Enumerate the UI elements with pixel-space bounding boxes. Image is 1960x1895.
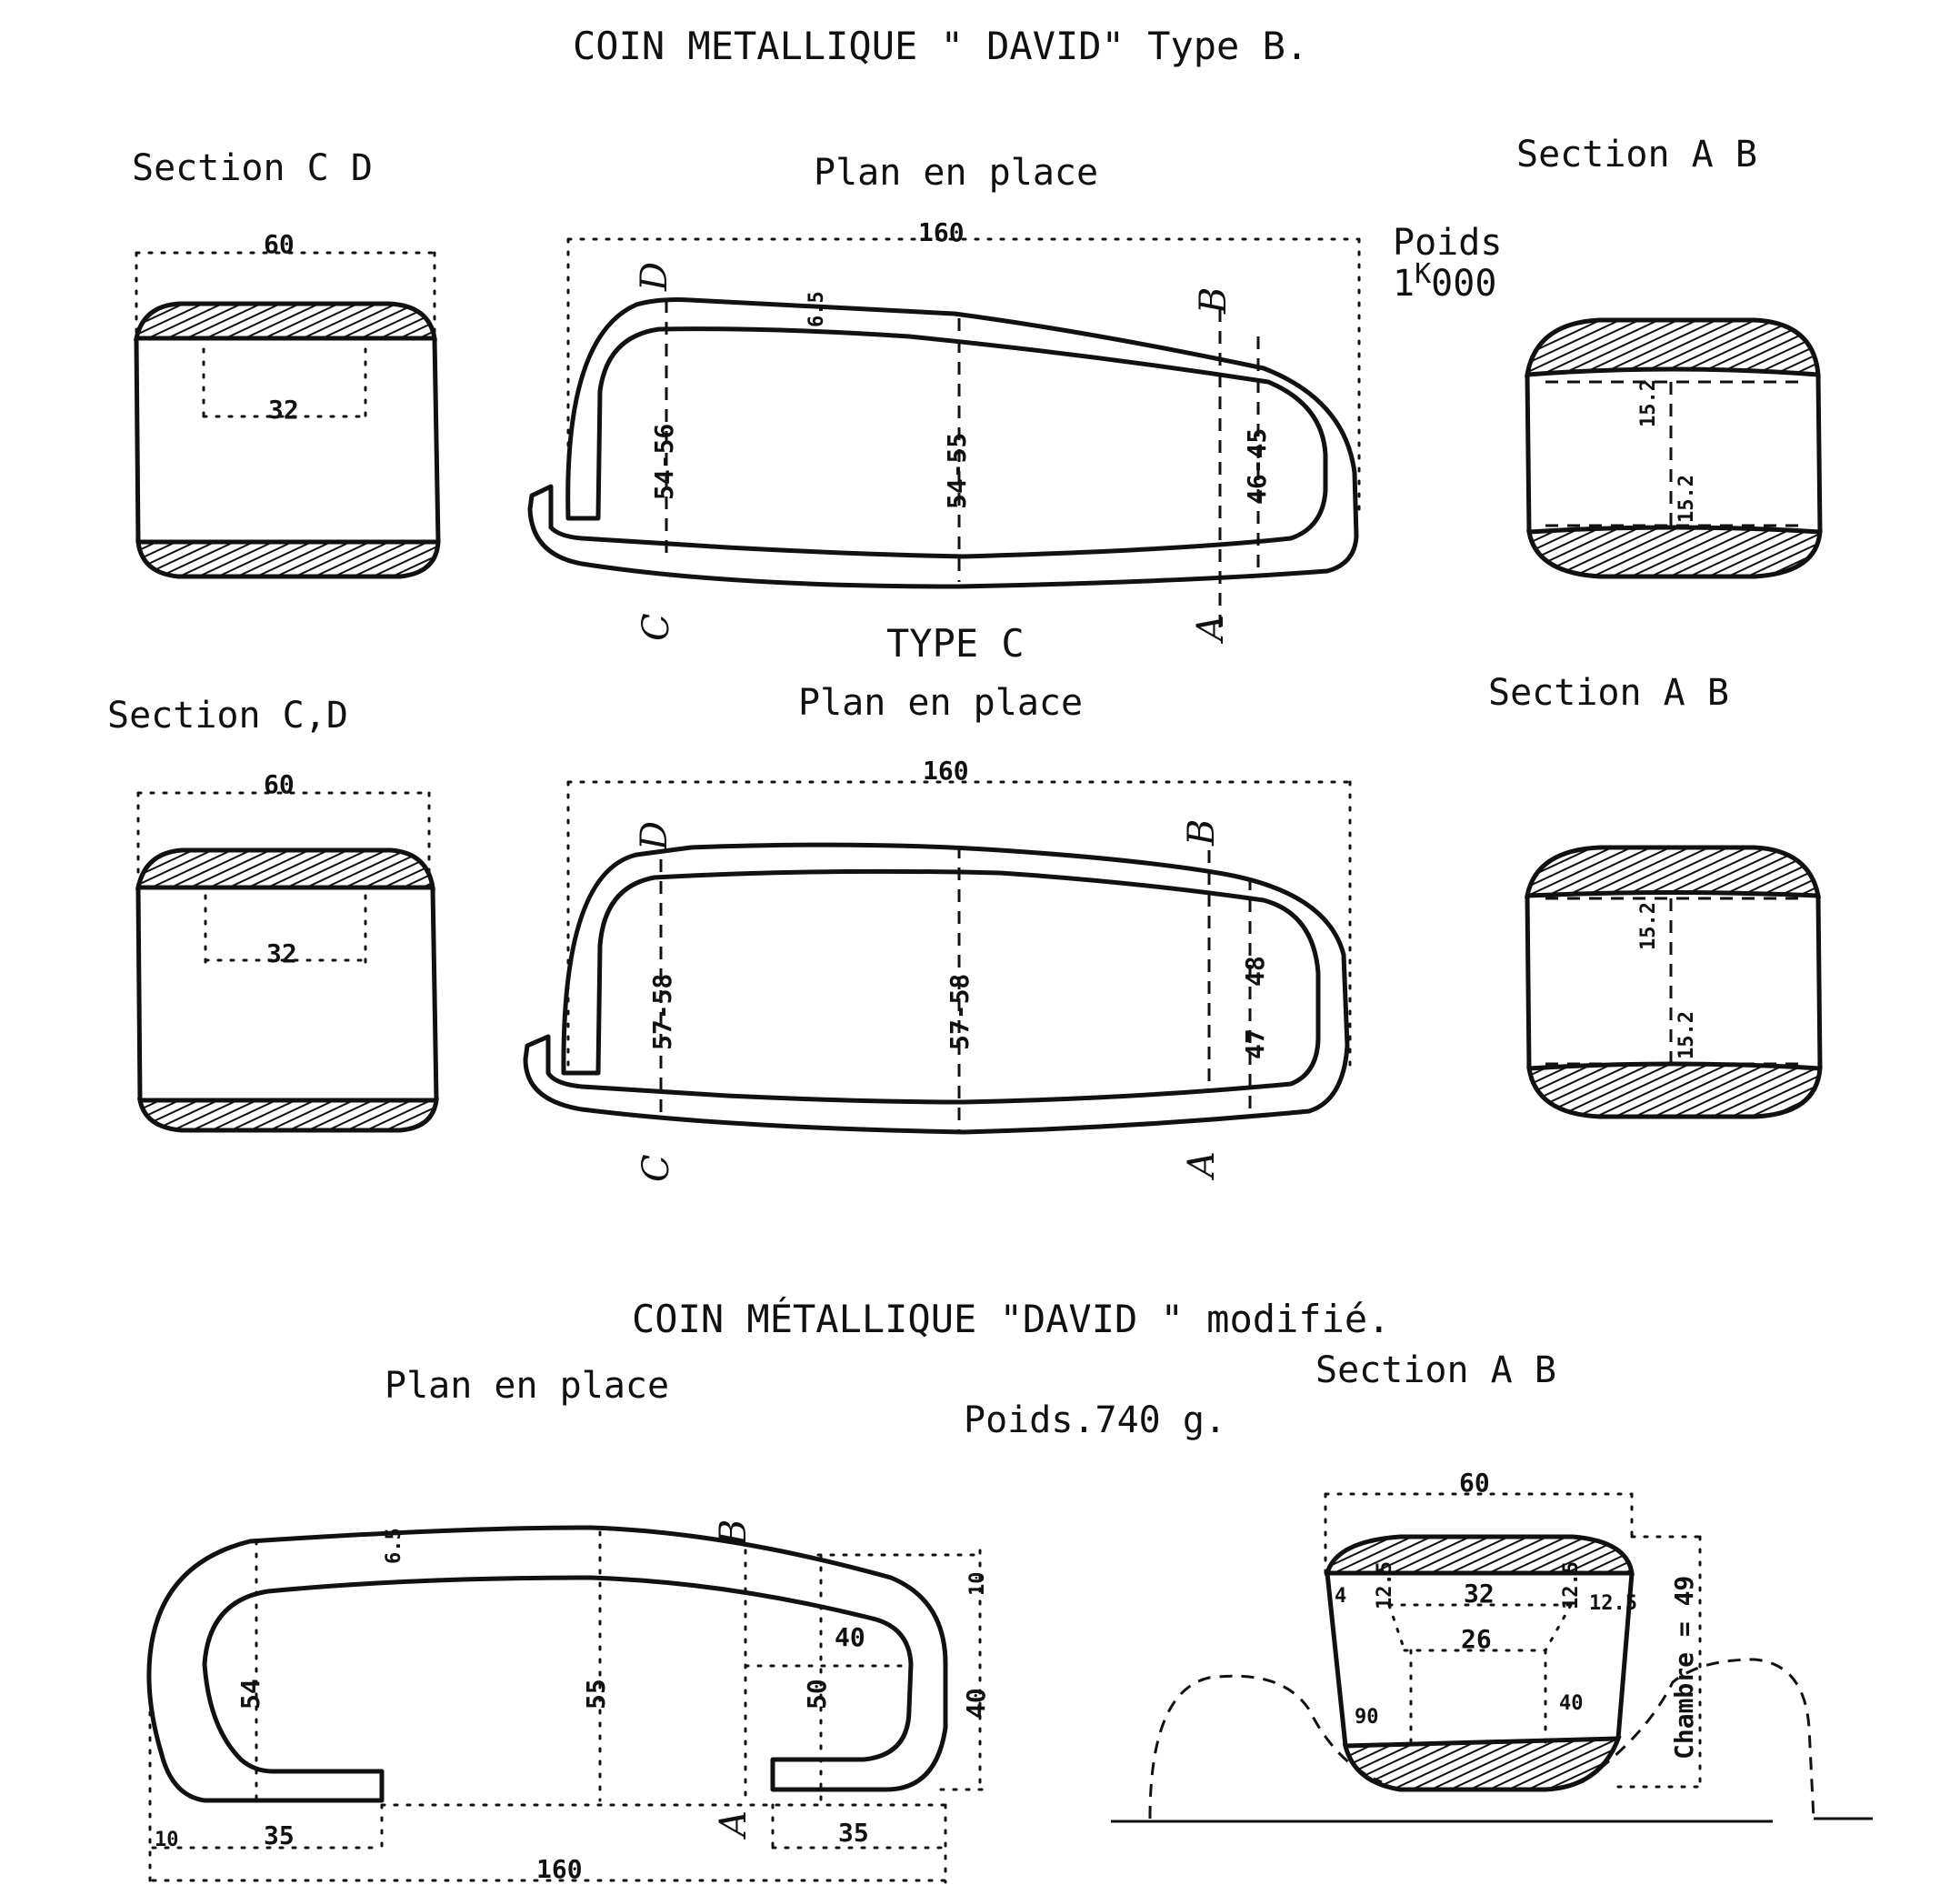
modified-ab-top-inner: 32: [1464, 1579, 1495, 1609]
type-b-weight-value: 1K000: [1393, 258, 1496, 305]
modified-plan-h-right: 50: [802, 1679, 832, 1710]
modified-ab-side-right-2: 12.5: [1589, 1592, 1637, 1615]
modified-ab-angle-right: 40: [1559, 1692, 1584, 1715]
type-b-ab-bottom: 15.2: [1675, 475, 1698, 523]
type-c-cd-inner: 32: [266, 938, 297, 968]
type-c-title: TYPE C: [886, 621, 1025, 666]
type-b-letter-a: A: [1190, 615, 1232, 645]
type-b-plan-h-ab: 46-45: [1242, 428, 1272, 505]
type-c-plan-h-mid: 57-58: [945, 974, 975, 1050]
type-b-cd-inner: 32: [268, 395, 299, 425]
modified-ab-side-left: 4: [1335, 1585, 1346, 1608]
type-b-plan-thickness: 6.5: [805, 291, 828, 327]
modified-letter-a: A: [713, 1810, 755, 1840]
type-b-section-ab-label: Section A B: [1516, 134, 1757, 175]
modified-plan-left-offset: 10: [155, 1829, 179, 1851]
type-b-section-cd-label: Section C D: [132, 147, 373, 189]
type-b-letter-d: D: [634, 262, 675, 292]
type-c-plan-length: 160: [923, 756, 969, 786]
type-b-letter-c: C: [635, 613, 677, 641]
type-c-plan-drawing: [523, 780, 1352, 1135]
modified-section-ab-label: Section A B: [1315, 1349, 1556, 1391]
type-c-section-cd-drawing: [135, 791, 439, 1133]
modified-ab-bottom-inner: 26: [1461, 1624, 1492, 1654]
type-c-letter-c: C: [635, 1154, 677, 1182]
modified-ab-side-left-2: 12.5: [1374, 1561, 1396, 1609]
modified-plan-foot-left: 35: [264, 1820, 295, 1850]
type-b-plan-label: Plan en place: [814, 152, 1098, 194]
type-c-section-cd-label: Section C,D: [107, 695, 348, 737]
type-b-ab-top: 15.2: [1637, 379, 1660, 427]
type-c-cd-width: 60: [264, 769, 295, 799]
type-b-section-ab-drawing: [1524, 317, 1823, 579]
type-b-plan-h-mid: 54-55: [942, 433, 972, 509]
modified-plan-h-left: 54: [235, 1679, 265, 1710]
modified-weight: Poids.740 g.: [964, 1399, 1226, 1441]
type-c-plan-h-ab-2: 48: [1240, 956, 1270, 987]
type-c-section-ab-label: Section A B: [1488, 672, 1729, 714]
type-b-plan-length: 160: [918, 217, 965, 247]
type-c-letter-a: A: [1181, 1151, 1223, 1181]
type-c-letter-b: B: [1181, 819, 1223, 847]
type-c-ab-bottom: 15.2: [1675, 1011, 1698, 1059]
type-c-letter-d: D: [634, 821, 675, 851]
type-b-section-cd-drawing: [133, 251, 441, 579]
modified-ab-angle-left: 90: [1355, 1706, 1379, 1729]
modified-ab-width: 60: [1459, 1468, 1490, 1498]
modified-plan-foot-right: 35: [838, 1818, 869, 1848]
type-b-weight-label: Poids: [1393, 222, 1502, 264]
type-b-plan-h-cd: 54-56: [649, 424, 679, 500]
type-b-plan-drawing: [527, 237, 1361, 627]
modified-plan-right-height: 40: [961, 1688, 991, 1719]
type-b-letter-b: B: [1193, 287, 1235, 315]
modified-title: COIN MÉTALLIQUE "DAVID " modifié.: [632, 1296, 1390, 1341]
modified-ab-side-right: 12.5: [1560, 1561, 1583, 1609]
type-b-title: COIN METALLIQUE " DAVID" Type B.: [573, 24, 1308, 68]
type-c-ab-top: 15.2: [1637, 902, 1660, 950]
type-c-plan-label: Plan en place: [798, 682, 1083, 724]
modified-plan-h-mid: 55: [581, 1679, 611, 1710]
modified-plan-label: Plan en place: [385, 1365, 669, 1407]
type-c-section-ab-drawing: [1524, 845, 1823, 1119]
modified-section-ab-drawing: [1111, 1492, 1873, 1823]
type-c-plan-h-cd: 57-58: [647, 974, 677, 1050]
modified-plan-drawing: [146, 1525, 984, 1884]
modified-letter-b: B: [713, 1519, 755, 1547]
type-b-cd-width: 60: [264, 229, 295, 259]
modified-ab-chamber: Chambre = 49: [1669, 1576, 1699, 1760]
modified-plan-top-offset: 10: [966, 1572, 989, 1597]
modified-plan-inner-width: 40: [835, 1622, 865, 1652]
modified-plan-length: 160: [536, 1854, 583, 1884]
type-c-plan-h-ab-1: 47: [1240, 1028, 1270, 1059]
modified-plan-thickness: 6.5: [383, 1528, 405, 1564]
